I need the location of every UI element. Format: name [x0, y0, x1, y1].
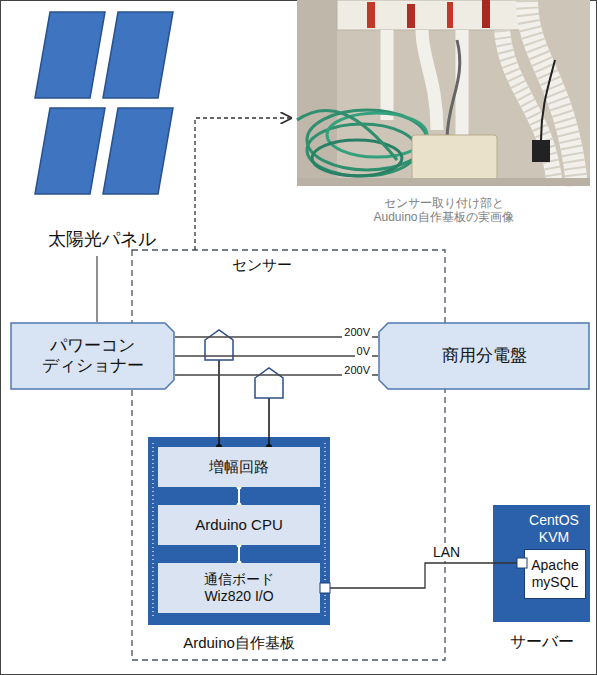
site-photo-part: [502, 30, 555, 186]
solar-panel-array-part: [35, 108, 105, 194]
node-text: センサー取り付け部と Auduino自作基板の実画像: [341, 196, 546, 225]
site-photo-part: [422, 30, 437, 130]
node-text: 増幅回路: [209, 458, 269, 476]
site-photo-part: [502, 30, 555, 186]
text-holder: パワーコン ディショナー: [10, 322, 175, 390]
node-text: Apache mySQL: [529, 557, 581, 591]
text-holder: サーバー: [483, 629, 597, 655]
label-holder: 0V: [355, 341, 372, 359]
label-holder: センサー: [232, 256, 292, 274]
solar-panel-array-part: [103, 108, 173, 194]
current-sensor: [205, 330, 283, 398]
text-holder: CentOS KVM: [521, 509, 587, 549]
solar-panel: 太陽光パネル: [22, 6, 182, 256]
sensor-scope-region: [132, 250, 445, 660]
node-text: Arduino CPU: [195, 516, 283, 534]
site-photo-part: [541, 60, 555, 140]
edge-label: 200V: [342, 326, 372, 339]
site-photo-part: [312, 140, 402, 176]
text-holder: センサー取り付け部と Auduino自作基板の実画像: [297, 188, 590, 232]
cpu-box: Arduino CPU: [158, 505, 320, 545]
edge-label: 200V: [342, 364, 372, 377]
sensor-lead: [268, 398, 270, 447]
sensor-lead: [218, 360, 220, 447]
server-box: CentOS KVMサーバーApache mySQL: [493, 505, 590, 622]
power-wire: [175, 355, 378, 357]
site-photo-part: [337, 0, 527, 30]
board-bus: [238, 487, 240, 505]
text-holder: 太陽光パネル: [22, 224, 182, 256]
arduino-board: Arduino自作基板増幅回路Arduino CPU通信ボード Wiz820 I…: [148, 437, 330, 625]
node-text: 太陽光パネル: [48, 229, 156, 251]
site-photo-part: [367, 2, 375, 28]
edge-label: LAN: [431, 544, 462, 561]
label-holder: LAN: [431, 543, 462, 561]
photo-pointer: [195, 118, 291, 250]
node-text: Arduino自作基板: [183, 634, 295, 652]
site-photo-part: [447, 2, 453, 28]
network-port: [517, 558, 527, 568]
text-holder: 商用分電盤: [378, 322, 590, 390]
network-port: [320, 583, 330, 593]
edge-label: 0V: [355, 345, 372, 358]
distribution-board: 商用分電盤: [378, 322, 590, 390]
site-photo-part: [297, 0, 590, 186]
site-photo-part: [482, 0, 490, 28]
site-photo-part: [297, 178, 590, 186]
power-line: [96, 256, 97, 322]
node-text: 商用分電盤: [442, 346, 527, 366]
site-photo-part: [407, 4, 415, 28]
site-photo-part: [532, 140, 550, 162]
amplifier-box: 増幅回路: [158, 447, 320, 487]
node-text: CentOS KVM: [524, 512, 584, 546]
solar-panel-array: [35, 12, 173, 194]
site-photo-part: [447, 40, 460, 140]
board-ground: [148, 360, 590, 625]
site-photo: [297, 0, 590, 186]
label-holder: 200V: [342, 322, 372, 340]
site-photo-part: [297, 110, 397, 160]
node-text: パワーコン ディショナー: [23, 336, 163, 377]
site-photo-part: [381, 30, 394, 120]
solar-panel-array-part: [35, 12, 105, 98]
board-rail: [152, 443, 153, 619]
board-bus: [238, 545, 240, 563]
solar-panel-array-part: [103, 12, 173, 98]
power-conditioner-shape: [11, 323, 174, 389]
node-text: 通信ボード Wiz820 I/O: [184, 571, 294, 605]
distribution-board-shape: [379, 323, 589, 389]
current-sensor-part: [255, 368, 283, 398]
text-holder: Arduino CPU: [158, 505, 320, 545]
board-ground: [148, 437, 330, 625]
network-board-box: 通信ボード Wiz820 I/O: [158, 563, 320, 613]
text-holder: Apache mySQL: [525, 550, 585, 598]
label-holder: 200V: [342, 360, 372, 378]
text-holder: 増幅回路: [158, 447, 320, 487]
text-holder: Arduino自作基板: [138, 631, 340, 655]
photo-figure: センサー取り付け部と Auduino自作基板の実画像: [297, 0, 590, 232]
lan-cable: [320, 563, 524, 588]
sensor-label: センサー: [232, 256, 292, 274]
site-photo-part: [307, 124, 417, 176]
power-conditioner: パワーコン ディショナー: [10, 322, 175, 390]
site-photo-part: [412, 135, 497, 180]
node-text: サーバー: [510, 632, 574, 651]
service-box: Apache mySQL: [524, 549, 586, 599]
text-holder: 通信ボード Wiz820 I/O: [158, 563, 320, 613]
